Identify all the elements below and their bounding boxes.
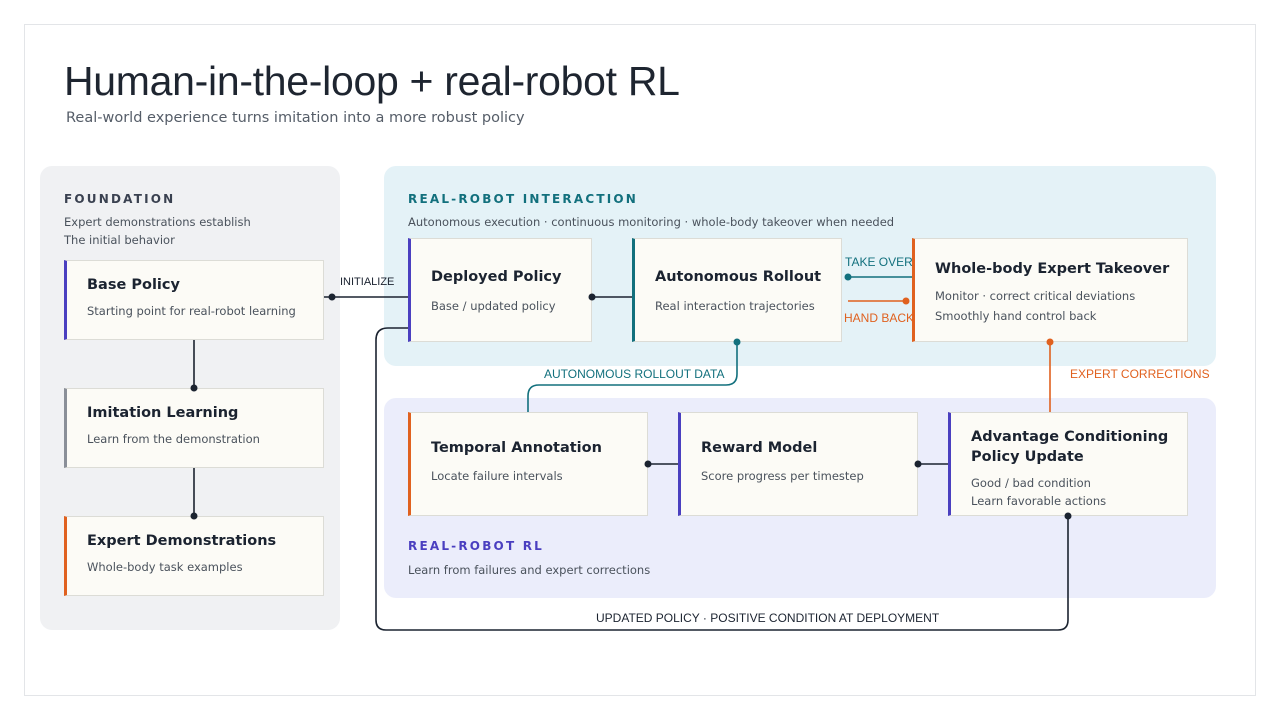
connector-dot <box>588 293 596 301</box>
rollout-data-connector <box>527 342 738 412</box>
connector-dot <box>190 384 198 392</box>
card-desc-line2: Learn favorable actions <box>971 494 1107 508</box>
page-title: Human-in-the-loop + real-robot RL <box>64 58 680 104</box>
card-title: Deployed Policy <box>431 269 562 285</box>
rollout-data-label: AUTONOMOUS ROLLOUT DATA <box>544 367 725 381</box>
take-over-label: TAKE OVER <box>845 255 913 269</box>
card-desc: Base / updated policy <box>431 299 556 313</box>
card-title: Autonomous Rollout <box>655 269 822 285</box>
connector-dot <box>902 297 910 305</box>
interaction-desc: Autonomous execution · continuous monito… <box>408 215 895 229</box>
imitation-learning-card: Imitation Learning Learn from the demons… <box>64 388 324 468</box>
advantage-conditioning-card: Advantage Conditioning Policy Update Goo… <box>948 412 1188 516</box>
reward-model-card: Reward Model Score progress per timestep <box>678 412 918 516</box>
whole-body-expert-takeover-card: Whole-body Expert Takeover Monitor · cor… <box>912 238 1188 342</box>
card-title: Base Policy <box>87 277 180 293</box>
temporal-annotation-card: Temporal Annotation Locate failure inter… <box>408 412 648 516</box>
diagram-frame <box>24 24 1256 696</box>
card-title-line1: Advantage Conditioning <box>971 429 1169 445</box>
card-desc-line2: Smoothly hand control back <box>935 309 1097 323</box>
updated-policy-label: UPDATED POLICY · POSITIVE CONDITION AT D… <box>596 611 940 625</box>
updated-policy-loop <box>375 327 1069 631</box>
rl-title: REAL-ROBOT RL <box>408 539 544 553</box>
card-desc: Locate failure intervals <box>431 469 563 483</box>
foundation-desc-line2: The initial behavior <box>64 233 175 247</box>
base-policy-card: Base Policy Starting point for real-robo… <box>64 260 324 340</box>
card-title: Imitation Learning <box>87 405 239 421</box>
card-desc-line1: Good / bad condition <box>971 476 1091 490</box>
expert-corrections-label: EXPERT CORRECTIONS <box>1070 367 1210 381</box>
card-title: Whole-body Expert Takeover <box>935 261 1170 277</box>
connector-dot <box>844 273 852 281</box>
card-title: Reward Model <box>701 440 818 456</box>
card-title: Temporal Annotation <box>431 440 602 456</box>
connector-dot <box>1046 338 1054 346</box>
card-title-line2: Policy Update <box>971 449 1084 465</box>
expert-demonstrations-card: Expert Demonstrations Whole-body task ex… <box>64 516 324 596</box>
hand-back-label: HAND BACK <box>844 311 915 325</box>
connector-dot <box>733 338 741 346</box>
autonomous-rollout-card: Autonomous Rollout Real interaction traj… <box>632 238 842 342</box>
card-desc: Real interaction trajectories <box>655 299 815 313</box>
initialize-label: INITIALIZE <box>340 276 395 288</box>
card-desc: Starting point for real-robot learning <box>87 304 296 318</box>
connector-dot <box>190 512 198 520</box>
connector-dot <box>328 293 336 301</box>
deployed-policy-card: Deployed Policy Base / updated policy <box>408 238 592 342</box>
connector-dot <box>1064 512 1072 520</box>
card-desc: Learn from the demonstration <box>87 432 260 446</box>
connector-dot <box>644 460 652 468</box>
interaction-title: REAL-ROBOT INTERACTION <box>408 192 639 206</box>
rl-desc: Learn from failures and expert correctio… <box>408 563 651 577</box>
card-desc: Score progress per timestep <box>701 469 864 483</box>
card-desc: Whole-body task examples <box>87 560 243 574</box>
connector-dot <box>914 460 922 468</box>
page-subtitle: Real-world experience turns imitation in… <box>66 110 525 126</box>
foundation-title: FOUNDATION <box>64 192 176 206</box>
card-desc-line1: Monitor · correct critical deviations <box>935 289 1136 303</box>
foundation-desc-line1: Expert demonstrations establish <box>64 215 251 229</box>
card-title: Expert Demonstrations <box>87 533 277 549</box>
